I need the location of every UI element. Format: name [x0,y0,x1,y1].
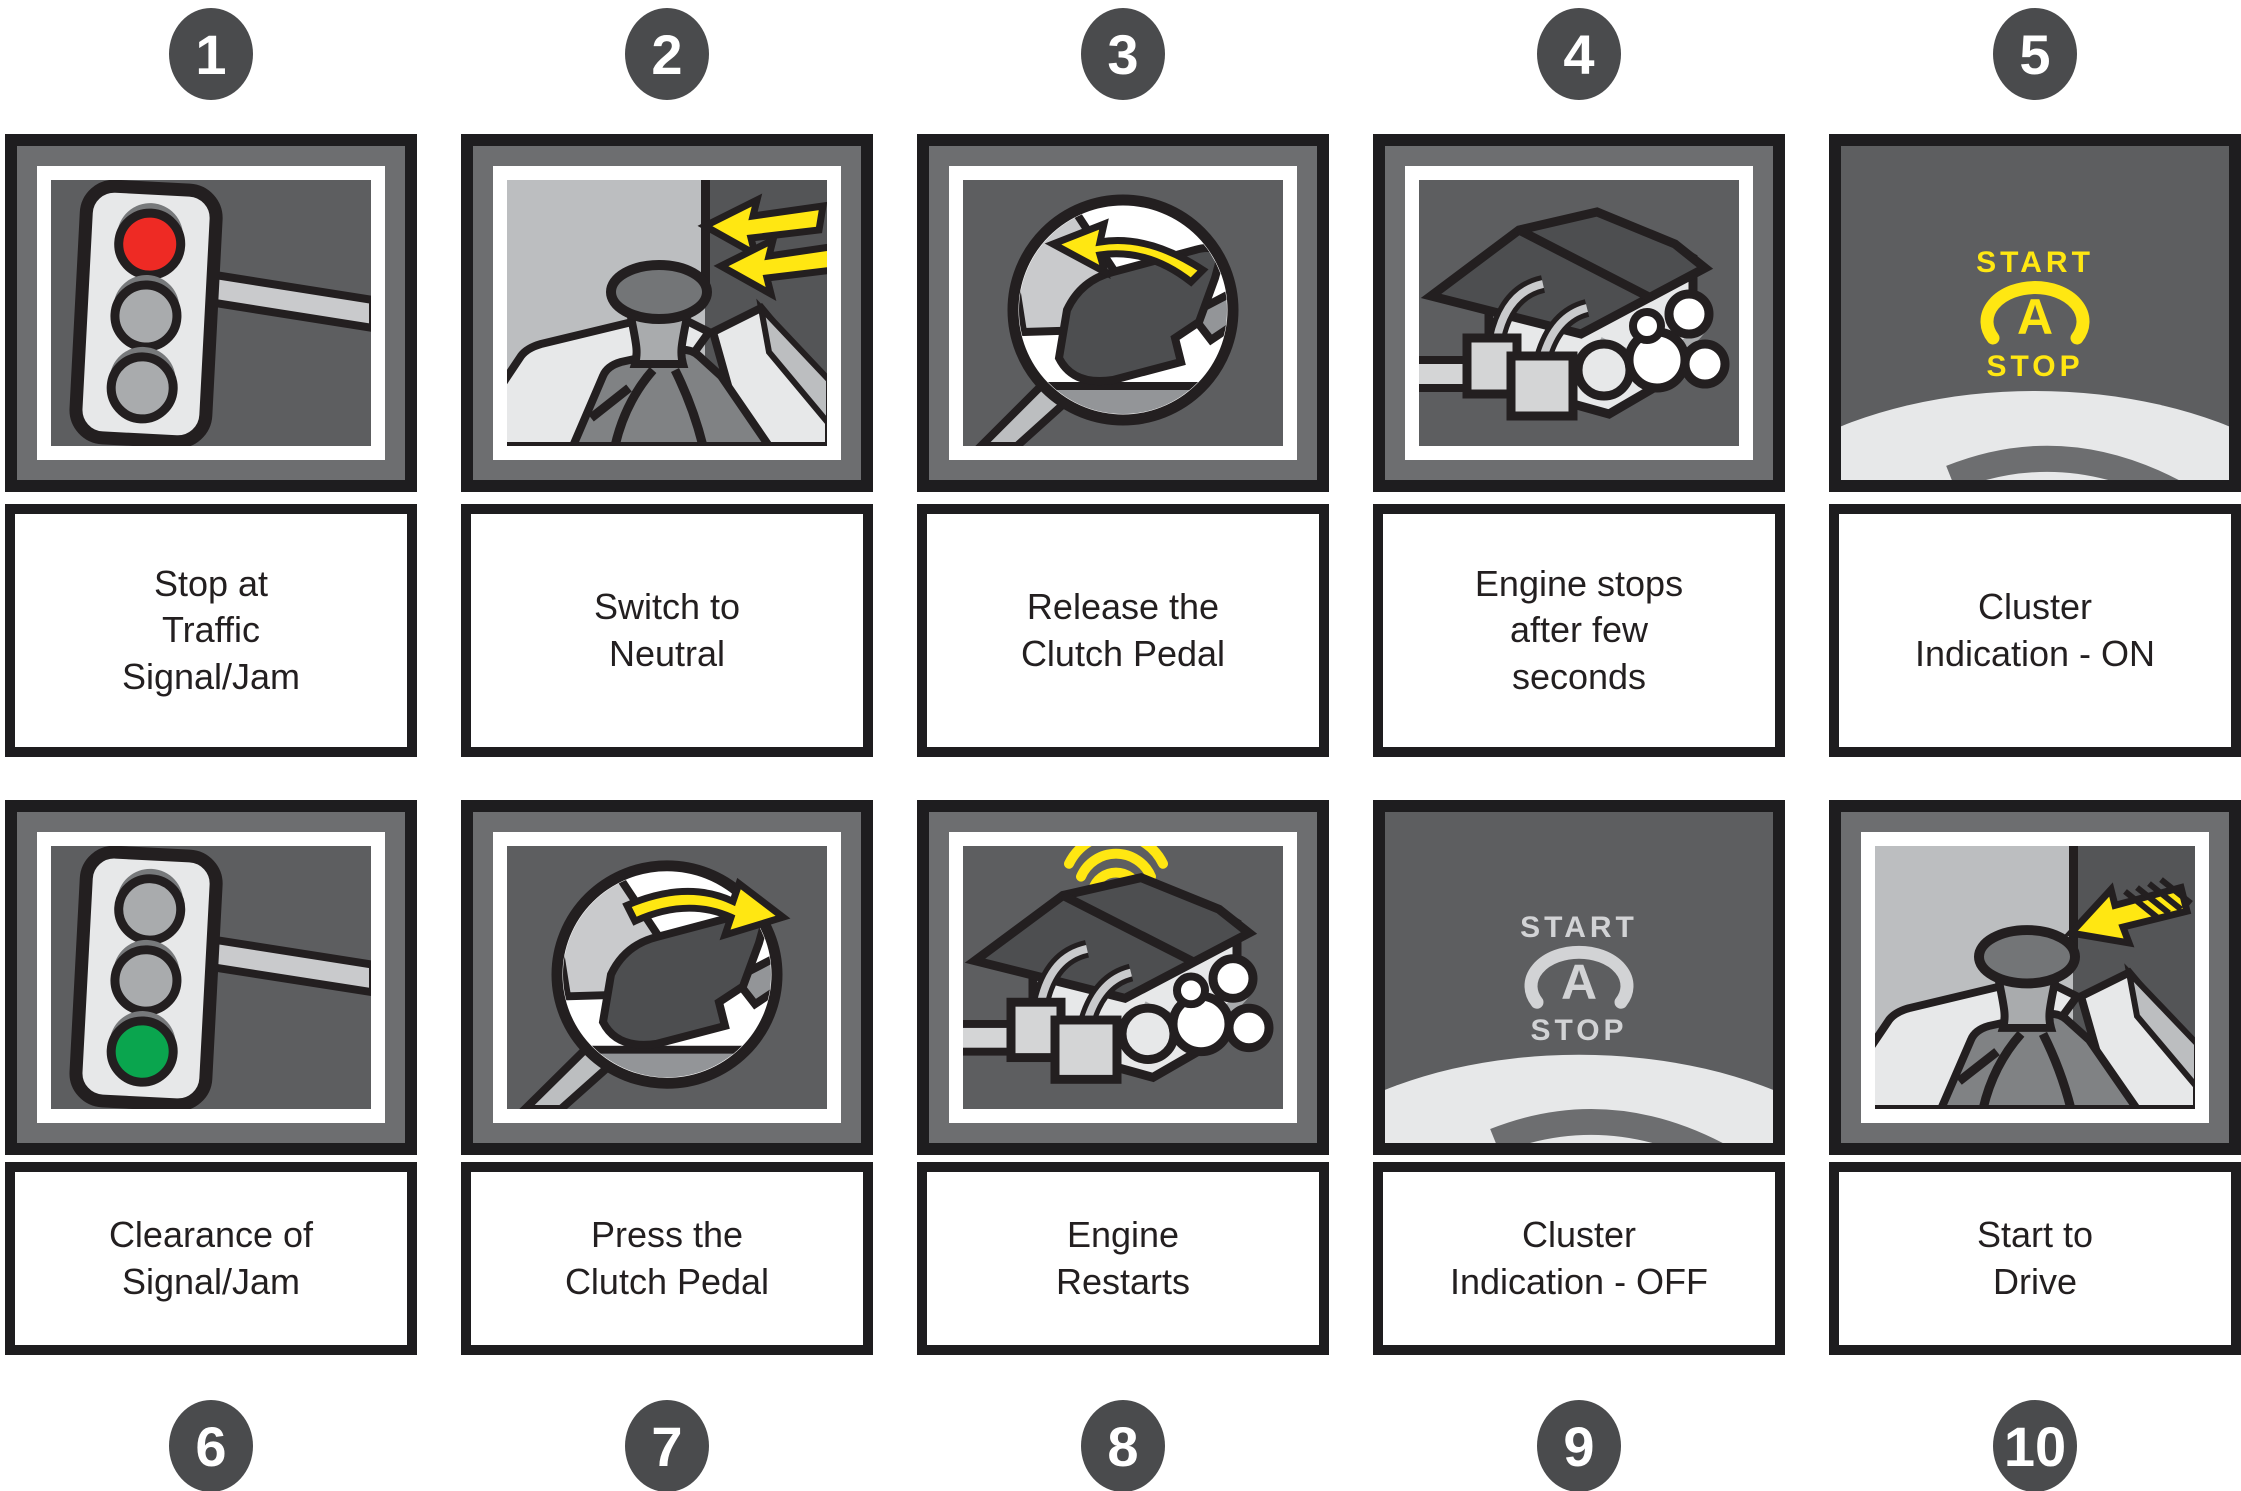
panel-cluster-off: START A STOP [1373,800,1785,1155]
caption-box: Engine stops after few seconds [1373,504,1785,757]
traffic-light-housing [69,846,223,1109]
step-number-badge: 9 [1537,1400,1621,1491]
cluster-off-illustration: START A STOP [1385,812,1773,1143]
step-number-badge: 1 [169,8,253,100]
cluster-on-illustration: START A STOP [1841,146,2229,480]
panel-engine-restarts [917,800,1329,1155]
column-3: 3 Release the Clutch Pe [917,8,1329,1491]
column-5: 5 START A STOP Cluster Indication - ON [1829,8,2241,1491]
green-lamp [106,1016,178,1087]
step-number-badge: 6 [169,1400,253,1491]
red-lamp [114,208,186,280]
bottom-lamp [106,352,178,424]
start-stop-indicator-off: START A STOP [1520,911,1638,1047]
column-1: 1 Stop at Traffic [5,8,417,1491]
yellow-arrow-icon [2064,877,2193,948]
engine-restart-illustration [963,846,1283,1109]
svg-text:START: START [1976,246,2094,279]
panel-switch-to-neutral [461,134,873,492]
panel-press-clutch [461,800,873,1155]
middle-lamp [110,280,182,352]
yellow-arrow-icon [1044,218,1209,287]
shift-knob [1974,925,2080,989]
caption-box: Release the Clutch Pedal [917,504,1329,757]
panel-engine-stops [1373,134,1785,492]
shift-knob [606,260,712,324]
caption-box: Clearance of Signal/Jam [5,1162,417,1355]
caption-box: Press the Clutch Pedal [461,1162,873,1355]
clutch-pedal-press-illustration [507,846,827,1109]
step-number-badge: 3 [1081,8,1165,100]
svg-text:A: A [1561,954,1597,1010]
caption-box: Switch to Neutral [461,504,873,757]
gauge-arc [1841,391,2229,480]
engine-stop-illustration [1419,180,1739,446]
caption-box: Cluster Indication - OFF [1373,1162,1785,1355]
start-stop-indicator-on: START A STOP [1976,246,2094,383]
middle-lamp [110,945,182,1016]
step-number-badge: 4 [1537,8,1621,100]
pedal-arm [728,929,771,1010]
caption-box: Start to Drive [1829,1162,2241,1355]
top-lamp [114,874,186,945]
gauge-swoosh [1490,1109,1723,1143]
caption-box: Cluster Indication - ON [1829,504,2241,757]
step-number-badge: 5 [1993,8,2077,100]
step-number-badge: 10 [1993,1400,2077,1491]
column-4: 4 [1373,8,1785,1491]
traffic-light-housing [69,180,223,446]
traffic-light-red-illustration [51,180,371,446]
gear-shift-drive-illustration [1875,846,2195,1109]
svg-text:A: A [2017,289,2053,345]
caption-box: Stop at Traffic Signal/Jam [5,504,417,757]
panel-cluster-on: START A STOP [1829,134,2241,492]
pedal-arm [1184,264,1227,346]
yellow-arrow-icon [622,877,791,941]
svg-text:START: START [1520,911,1638,944]
clutch-pedal-release-illustration [963,180,1283,446]
gauge-arc [1385,1054,1773,1143]
gauge-swoosh [1946,445,2179,480]
column-2: 2 [461,8,873,1491]
svg-text:STOP: STOP [1530,1014,1627,1047]
panel-release-clutch [917,134,1329,492]
step-number-badge: 8 [1081,1400,1165,1491]
step-number-badge: 7 [625,1400,709,1491]
svg-text:STOP: STOP [1986,350,2083,383]
step-number-badge: 2 [625,8,709,100]
panel-stop-at-signal [5,134,417,492]
traffic-light-green-illustration [51,846,371,1109]
yellow-arrow-icon [697,193,827,302]
gear-shift-neutral-illustration [507,180,827,446]
caption-box: Engine Restarts [917,1162,1329,1355]
panel-clearance-of-signal [5,800,417,1155]
panel-start-to-drive [1829,800,2241,1155]
